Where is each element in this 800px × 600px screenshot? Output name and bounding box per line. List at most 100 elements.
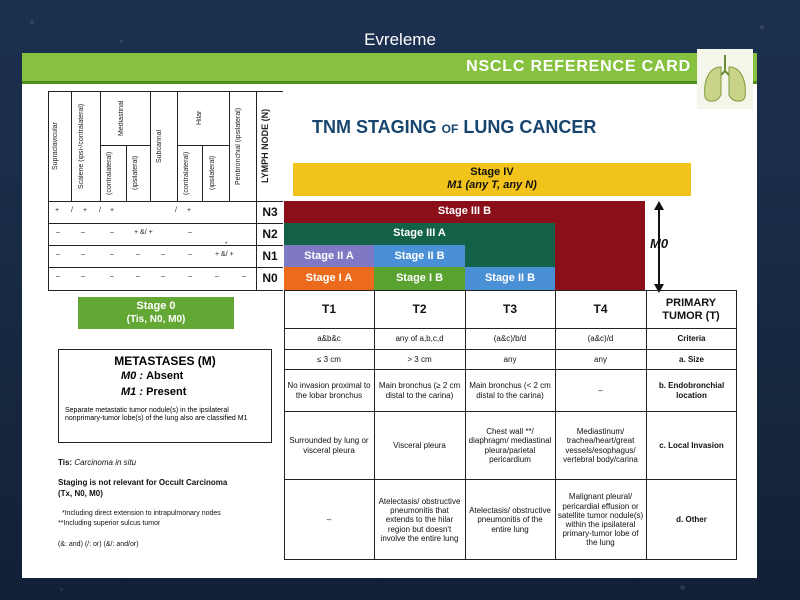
t-header-t3: T3	[502, 301, 517, 316]
t2-criteria: any of a,b,c,d	[395, 334, 444, 344]
other-label: d. Other	[676, 515, 707, 525]
node-grid-line	[48, 91, 49, 290]
tis-value: Carcinoma in situ	[74, 458, 137, 467]
n1-superscript: *	[225, 242, 228, 248]
column-mediastinal-ipsilateral: (ipsilateral)	[132, 155, 139, 191]
legend-note: (&: and) (/: or) (&/: and/or)	[58, 541, 139, 548]
column-mediastinal-contralateral: (contralateral)	[106, 151, 113, 195]
m1-value: Present	[146, 386, 187, 398]
node-cell: –	[56, 229, 60, 236]
stage-0-box: Stage 0 (Tis, N0, M0)	[78, 297, 234, 329]
tumor-grid-line	[646, 290, 647, 560]
hilar-group-label: Hilar	[196, 110, 203, 126]
size-label: a. Size	[679, 354, 704, 364]
main-title: TNM STAGING OF LUNG CANCER	[312, 117, 596, 138]
node-cell: –	[188, 229, 192, 236]
t-header-t4: T4	[593, 301, 608, 316]
reference-card: NSCLC REFERENCE CARD TNM STAGING OF LUNG…	[22, 49, 757, 578]
t3-criteria: (a&c)/b/d	[493, 334, 527, 344]
node-cell: –	[81, 273, 85, 280]
row-label-n2: N2	[262, 227, 278, 241]
criteria-label: Criteria	[677, 334, 706, 344]
node-cell: –	[242, 273, 246, 280]
tumor-grid-line	[374, 290, 375, 560]
row-label-n3: N3	[262, 205, 278, 219]
t3-other: Atelectasis/ obstructive pneumonitis of …	[469, 506, 551, 534]
t2-other: Atelectasis/ obstructive pneumonitis tha…	[378, 497, 461, 543]
column-hilar-ipsilateral: (ipsilateral)	[209, 155, 216, 191]
t2-size: > 3 cm	[407, 354, 432, 364]
t4-criteria: (a&c)/d	[587, 334, 614, 344]
m0-arrow-icon	[654, 201, 664, 293]
tumor-grid-line	[284, 349, 737, 350]
tumor-table	[284, 290, 737, 560]
node-cell: –	[161, 273, 165, 280]
node-grid-line	[202, 145, 203, 201]
metastases-box: METASTASES (M) M0 : Absent M1 : Present …	[58, 349, 272, 443]
node-cell: –	[136, 273, 140, 280]
stage-0-criteria: (Tis, N0, M0)	[126, 314, 186, 325]
tumor-grid-line	[284, 479, 737, 480]
column-hilar-contralateral: (contralateral)	[183, 151, 190, 195]
row-label-n1: N1	[262, 249, 278, 263]
stage-iiia-label: Stage III A	[393, 227, 446, 239]
tumor-grid-line	[284, 328, 737, 329]
node-grid-line	[229, 91, 230, 201]
m1-key: M1 :	[121, 386, 143, 398]
node-cell: +	[55, 207, 60, 214]
node-grid-line	[177, 145, 229, 146]
node-grid-top	[48, 91, 283, 92]
stage-ia-box: Stage I A	[284, 267, 374, 290]
background-dot	[680, 585, 685, 590]
node-cell: –	[56, 251, 60, 258]
t1-local-invasion: Surrounded by lung or visceral pleura	[289, 436, 369, 455]
t-header-t2: T2	[412, 301, 427, 316]
background-dot	[760, 25, 764, 29]
footnote-2: **Including superior sulcus tumor	[58, 520, 161, 527]
tumor-grid-line	[284, 369, 737, 370]
tumor-grid-line	[555, 290, 556, 560]
column-scalene: Scalene (ipsi-/contralateral)	[78, 103, 85, 189]
node-grid-line	[48, 223, 283, 224]
t4-size: any	[594, 354, 607, 364]
background-dot	[60, 588, 63, 591]
node-grid-line	[100, 145, 150, 146]
node-cell: /	[99, 207, 101, 214]
lymph-node-header: LYMPH NODE (N)	[260, 108, 270, 184]
card-header-title: NSCLC REFERENCE CARD	[466, 58, 691, 75]
t2-endobronchial: Main bronchus (≥ 2 cm distal to the cari…	[378, 381, 461, 400]
t3-endobronchial: Main bronchus (< 2 cm distal to the cari…	[469, 381, 551, 400]
tumor-grid-line	[284, 411, 737, 412]
t1-endobronchial: No invasion proximal to the lobar bronch…	[287, 381, 371, 400]
background-dot	[120, 40, 123, 43]
tis-key: Tis:	[58, 458, 73, 467]
node-grid-line	[177, 91, 178, 201]
tumor-grid-line	[465, 290, 466, 560]
background-dot	[30, 20, 34, 24]
m0-line: M0 : Absent	[121, 370, 183, 382]
mediastinal-group-label: Mediastinal	[118, 100, 125, 136]
node-cell: –	[136, 251, 140, 258]
m0-label: M0	[650, 236, 669, 251]
node-grid-line	[100, 91, 101, 201]
footnote-1: *Including direct extension to intrapulm…	[62, 510, 221, 517]
t1-criteria: a&b&c	[317, 334, 341, 344]
node-cell: –	[56, 273, 60, 280]
t-header-t1: T1	[321, 301, 336, 316]
card-header-rule	[22, 81, 757, 84]
stage-ib-box: Stage I B	[374, 267, 465, 290]
metastases-title: METASTASES (M)	[114, 354, 216, 368]
local-invasion-label: c. Local Invasion	[659, 440, 724, 450]
t1-size: ≤ 3 cm	[317, 354, 341, 364]
node-cell: –	[188, 273, 192, 280]
stage-iib-n1-box: Stage II B	[374, 245, 465, 267]
node-cell: /	[175, 207, 177, 214]
node-cell: –	[81, 229, 85, 236]
column-peribronchial: Peribronchial (ipsilateral)	[235, 107, 242, 185]
node-cell: + &/ +	[134, 229, 153, 236]
node-grid-line	[48, 245, 283, 246]
metastases-note: Separate metastatic tumor nodule(s) in t…	[65, 407, 248, 423]
node-cell: /	[71, 207, 73, 214]
node-grid-line	[150, 91, 151, 201]
m0-value: Absent	[146, 370, 184, 382]
